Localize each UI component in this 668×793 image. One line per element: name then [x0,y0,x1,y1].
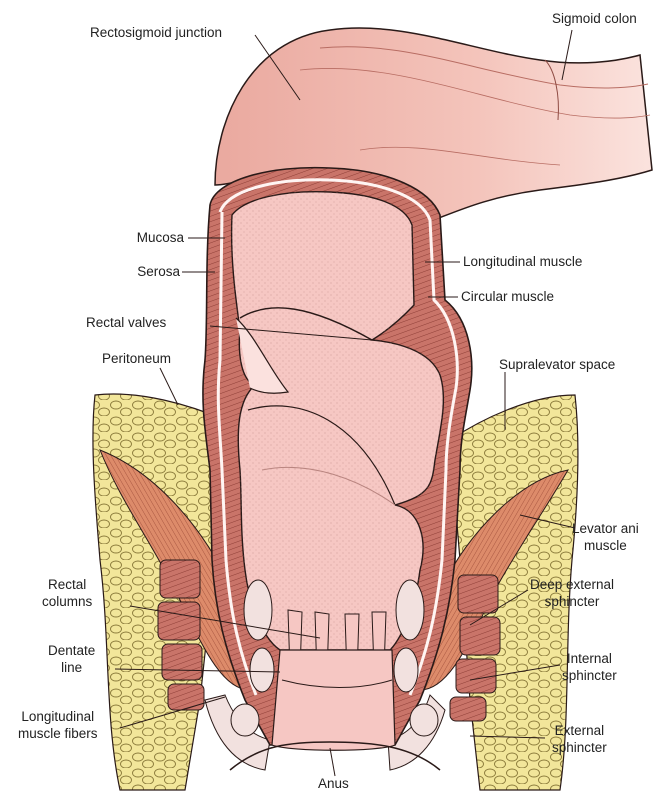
label-longitudinal-muscle-text: Longitudinal muscle [463,253,582,270]
label-serosa-text: Serosa [118,263,180,280]
label-rectal-columns: Rectal columns [42,576,92,610]
label-rectal-valves: Rectal valves [86,314,166,331]
anal-canal [272,650,395,750]
label-supralevator-space: Supralevator space [499,356,615,373]
label-longitudinal-muscle-fibers: Longitudinal muscle fibers [18,708,98,742]
label-supralevator-space-text: Supralevator space [499,356,615,373]
label-internal-sphincter-line2: sphincter [562,667,617,684]
label-deep-external-sphincter-line2: sphincter [530,593,614,610]
label-longitudinal-muscle-fibers-line2: muscle fibers [18,725,98,742]
label-rectosigmoid-junction: Rectosigmoid junction [90,24,222,41]
label-longitudinal-muscle: Longitudinal muscle [463,253,582,270]
label-anus: Anus [318,775,349,792]
label-dentate-line-line2: line [48,659,95,676]
label-external-sphincter-line2: sphincter [552,739,607,756]
label-external-sphincter-line1: External [552,722,607,739]
label-dentate-line-line1: Dentate [48,642,95,659]
label-rectal-valves-text: Rectal valves [86,314,166,331]
label-peritoneum-text: Peritoneum [102,350,171,367]
label-sigmoid-colon-text: Sigmoid colon [552,10,637,27]
label-deep-external-sphincter-line1: Deep external [530,576,614,593]
label-rectal-columns-line1: Rectal [42,576,92,593]
label-deep-external-sphincter: Deep external sphincter [530,576,614,610]
label-anus-text: Anus [318,775,349,792]
label-peritoneum: Peritoneum [102,350,171,367]
label-internal-sphincter: Internal sphincter [562,650,617,684]
label-dentate-line: Dentate line [48,642,95,676]
label-external-sphincter: External sphincter [552,722,607,756]
label-serosa: Serosa [118,263,180,280]
label-circular-muscle: Circular muscle [461,288,554,305]
label-levator-ani: Levator ani muscle [572,520,639,554]
label-sigmoid-colon: Sigmoid colon [552,10,637,27]
label-levator-ani-line2: muscle [572,537,639,554]
label-mucosa-text: Mucosa [118,229,184,246]
label-internal-sphincter-line1: Internal [562,650,617,667]
label-rectosigmoid-junction-text: Rectosigmoid junction [90,24,222,41]
label-rectal-columns-line2: columns [42,593,92,610]
label-levator-ani-line1: Levator ani [572,520,639,537]
label-mucosa: Mucosa [118,229,184,246]
label-circular-muscle-text: Circular muscle [461,288,554,305]
label-longitudinal-muscle-fibers-line1: Longitudinal [18,708,98,725]
